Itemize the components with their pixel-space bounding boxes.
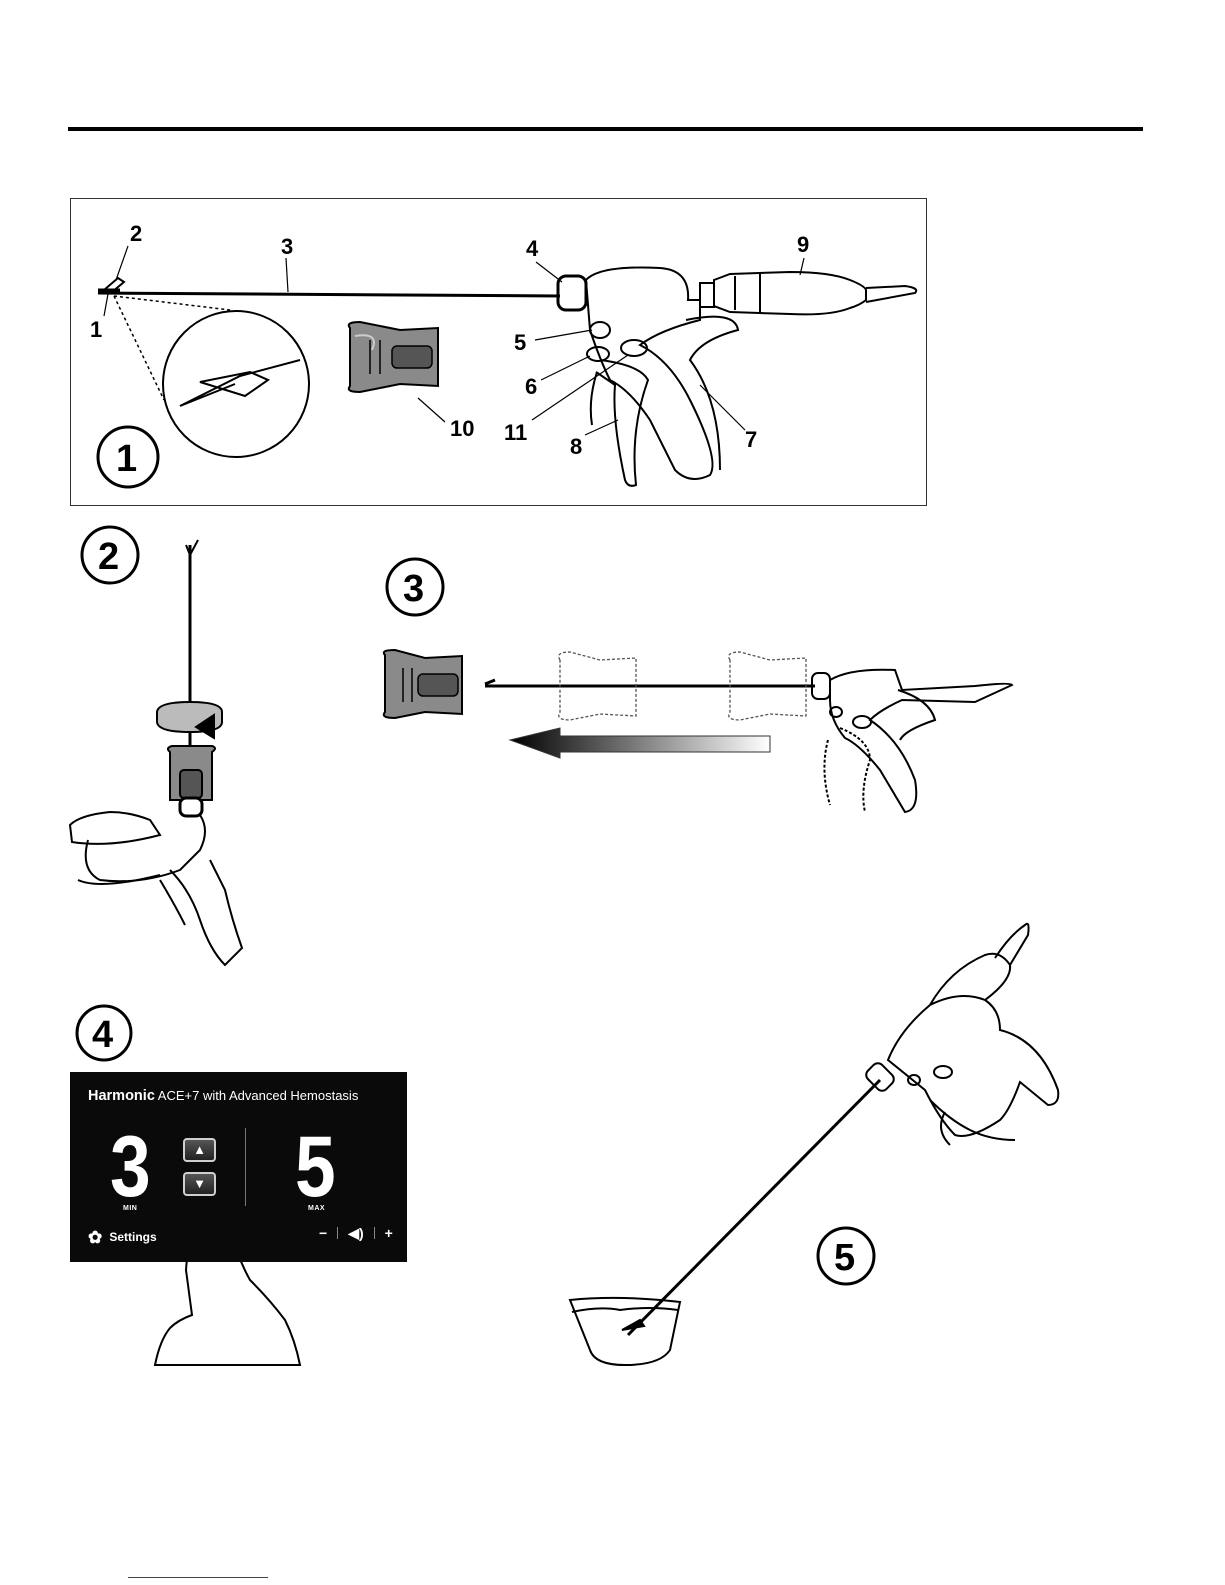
callout-9: 9	[797, 232, 809, 257]
svg-text:2: 2	[98, 536, 119, 578]
screen-brand: Harmonic	[88, 1088, 155, 1104]
step-2-illustration	[70, 540, 242, 965]
step-2-badge: 2	[82, 527, 138, 583]
volume-controls: − ◀) +	[315, 1225, 397, 1242]
footer-link-underline[interactable]	[128, 1577, 268, 1578]
instrument-diagram	[98, 246, 916, 486]
volume-up-button[interactable]: +	[385, 1225, 393, 1241]
callout-10: 10	[450, 416, 474, 441]
step-3-illustration	[384, 650, 1012, 812]
max-power-label: MAX	[308, 1205, 325, 1212]
step-5-badge: 5	[818, 1228, 874, 1284]
svg-text:1: 1	[116, 438, 137, 480]
screen-model: ACE+7 with Advanced Hemostasis	[158, 1088, 359, 1103]
callout-8: 8	[570, 434, 582, 459]
arrow-down-icon: ▼	[193, 1176, 206, 1191]
power-up-button[interactable]: ▲	[183, 1138, 216, 1162]
speaker-icon: ◀)	[348, 1225, 363, 1242]
callout-1: 1	[90, 317, 102, 342]
callout-2: 2	[130, 221, 142, 246]
settings-label: Settings	[109, 1230, 156, 1244]
volume-separator	[374, 1227, 375, 1239]
min-power-label: MIN	[123, 1205, 137, 1212]
arrow-up-icon: ▲	[193, 1142, 206, 1157]
min-power-value: 3	[110, 1124, 151, 1210]
step-1-badge: 1	[98, 427, 158, 487]
step-3-badge: 3	[387, 559, 443, 615]
settings-button[interactable]: ✿ Settings	[88, 1228, 157, 1248]
step-4-badge: 4	[77, 1006, 131, 1060]
callout-11: 11	[504, 420, 527, 445]
callout-5: 5	[514, 330, 526, 355]
volume-down-button[interactable]: −	[319, 1225, 327, 1241]
volume-separator	[337, 1227, 338, 1239]
callout-6: 6	[525, 374, 537, 399]
screen-divider	[245, 1128, 246, 1206]
callout-7: 7	[745, 427, 757, 452]
power-down-button[interactable]: ▼	[183, 1172, 216, 1196]
svg-text:3: 3	[403, 568, 424, 610]
callout-4: 4	[526, 236, 539, 261]
svg-text:4: 4	[92, 1014, 113, 1056]
generator-screen: Harmonic ACE+7 with Advanced Hemostasis …	[70, 1072, 407, 1262]
screen-title: Harmonic ACE+7 with Advanced Hemostasis	[88, 1088, 358, 1104]
torque-wrench-icon	[349, 322, 438, 392]
settings-gear-icon: ✿	[88, 1228, 106, 1248]
svg-text:5: 5	[834, 1237, 855, 1279]
max-power-value: 5	[295, 1124, 336, 1210]
step-5-illustration	[570, 924, 1058, 1365]
callout-3: 3	[281, 234, 293, 259]
